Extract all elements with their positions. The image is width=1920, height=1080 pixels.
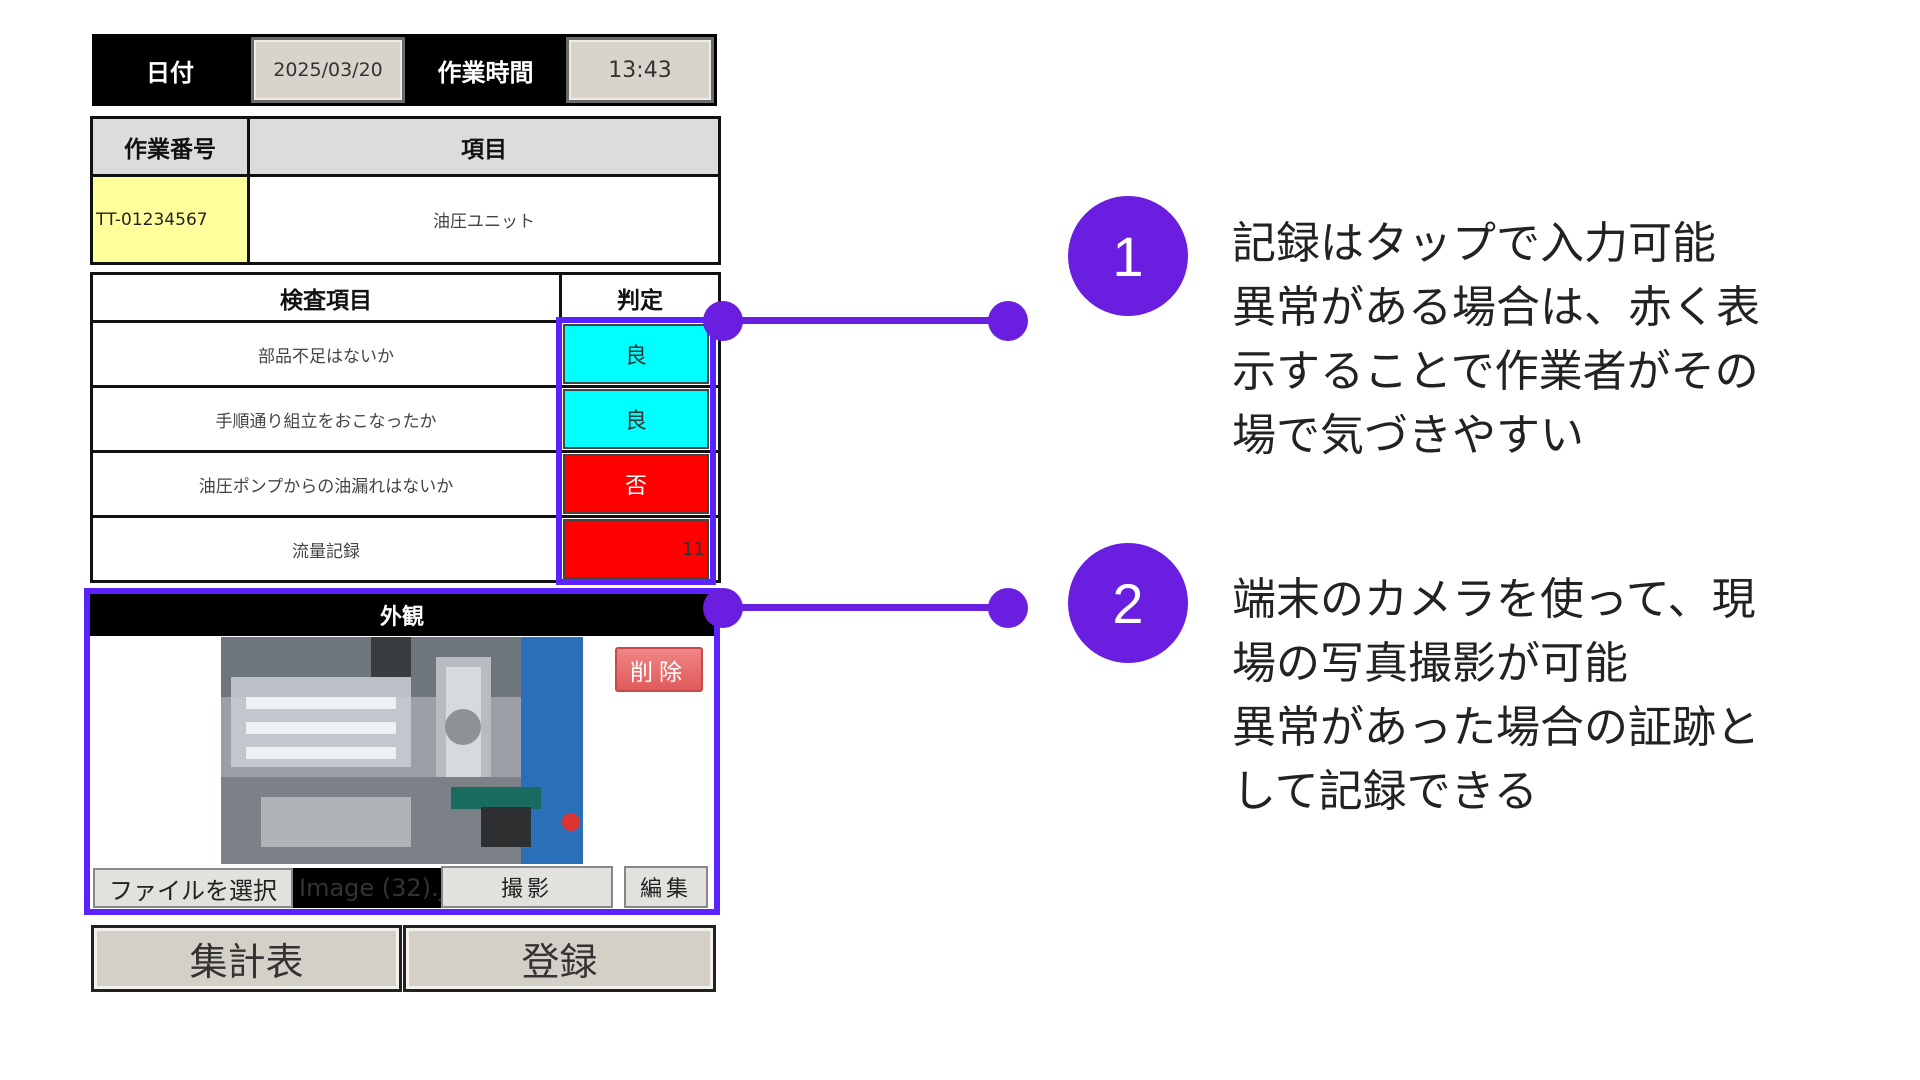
selected-file-name: Image (32).j <box>293 868 441 908</box>
work-time-field[interactable]: 13:43 <box>566 37 714 103</box>
item-value: 油圧ユニット <box>247 174 721 265</box>
judge-button-3[interactable]: 否 <box>563 454 709 514</box>
connector-2-end-dot <box>988 588 1028 628</box>
callout-1-line-1: 記録はタップで入力可能 <box>1232 218 1716 269</box>
register-button[interactable]: 登録 <box>403 925 716 992</box>
callout-1-line-2: 異常がある場合は、赤く表 <box>1232 282 1760 333</box>
flow-record-input[interactable]: 11 <box>563 519 709 579</box>
inspection-table: 検査項目 判定 部品不足はないか 手順通り組立をおこなったか 油圧ポンプからの油… <box>90 272 721 583</box>
work-number-field[interactable]: TT-01234567 <box>90 174 250 265</box>
callout-1-line-3: 示することで作業者がその <box>1232 346 1759 397</box>
judge-button-1[interactable]: 良 <box>563 324 709 384</box>
connector-2-line <box>723 604 1008 611</box>
date-label: 日付 <box>92 34 248 106</box>
inspection-item-4: 流量記録 <box>90 515 562 583</box>
connector-1-line <box>723 317 1008 324</box>
judge-button-2[interactable]: 良 <box>563 389 709 449</box>
inspection-item-1: 部品不足はないか <box>90 320 562 388</box>
callout-2-text: 端末のカメラを使って、現 場の写真撮影が可能 異常があった場合の証跡と して記録… <box>1232 568 1760 824</box>
work-time-label: 作業時間 <box>408 34 563 106</box>
work-number-header: 作業番号 <box>90 116 250 177</box>
callout-2-number-badge: 2 <box>1068 543 1188 663</box>
connector-1-end-dot <box>988 301 1028 341</box>
work-info-table: 作業番号 項目 TT-01234567 油圧ユニット <box>90 116 721 265</box>
callout-1-text: 記録はタップで入力可能 異常がある場合は、赤く表 示することで作業者がその 場で… <box>1232 212 1760 468</box>
callout-2-line-1: 端末のカメラを使って、現 <box>1232 574 1756 625</box>
appearance-header: 外観 <box>90 594 714 636</box>
callout-2-line-2: 場の写真撮影が可能 <box>1232 638 1628 689</box>
judge-highlight-frame <box>556 317 716 585</box>
machine-photo-illustration <box>221 637 583 864</box>
date-field[interactable]: 2025/03/20 <box>251 37 405 103</box>
summary-table-button[interactable]: 集計表 <box>91 925 402 992</box>
inspection-item-2: 手順通り組立をおこなったか <box>90 385 562 453</box>
inspection-item-header: 検査項目 <box>90 272 562 323</box>
capture-photo-button[interactable]: 撮影 <box>441 866 613 908</box>
choose-file-button[interactable]: ファイルを選択 <box>93 868 293 908</box>
appearance-highlight-frame <box>84 588 720 915</box>
inspection-item-3: 油圧ポンプからの油漏れはないか <box>90 450 562 518</box>
edit-photo-button[interactable]: 編集 <box>624 866 708 908</box>
callout-2-line-4: して記録できる <box>1232 766 1538 817</box>
equipment-photo <box>221 637 583 864</box>
callout-1-number-badge: 1 <box>1068 196 1188 316</box>
callout-2-line-3: 異常があった場合の証跡と <box>1232 702 1760 753</box>
callout-1-line-4: 場で気づきやすい <box>1232 410 1584 461</box>
delete-photo-button[interactable]: 削除 <box>615 647 703 692</box>
judge-header: 判定 <box>559 272 721 323</box>
item-header: 項目 <box>247 116 721 177</box>
